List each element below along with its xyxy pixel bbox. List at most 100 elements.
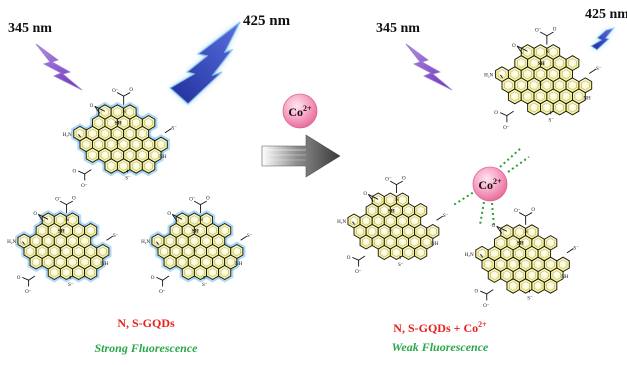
label-thiol: SH [192,228,199,234]
label-imine: NH [159,154,167,160]
left-emission-label: 425 nm [243,13,291,29]
label-carboxyl: O⁻ [385,176,392,182]
label-amine: H₂N [465,252,474,258]
right-ion: Co2+ [472,166,508,202]
label-carboxyl: O⁻ [355,269,362,275]
label-thiolate: S⁻ [443,213,449,219]
label-ring_n: N [546,50,550,55]
right-title: N, S-GQDs + Co [393,321,478,335]
ion-charge-middle: 2+ [303,104,312,113]
label-carboxyl: O⁻ [503,125,510,131]
label-carboxyl: O⁻ [483,303,490,309]
label-imine: NH [235,261,243,267]
label-carbonyl: O [90,103,94,109]
label-ring_n: N [122,110,126,115]
label-amine: H₂N [484,72,493,78]
reaction-arrow [261,134,341,178]
label-carboxyl: O⁻ [81,183,88,189]
label-thiol: SH [538,61,545,67]
label-thiolate: S⁻ [125,176,131,182]
label-thiol: SH [517,241,524,247]
gqd-molecules: O⁻OONSHH₂NSS⁻NHS⁻OO⁻O⁻OONSHH₂NSS⁻NHS⁻OO⁻… [7,27,602,309]
violet-bolt-left-icon [35,43,83,91]
label-carboxyl: O⁻ [159,289,166,295]
label-carbonyl: O [347,255,351,261]
label-imine: NH [431,241,439,247]
label-ring_s: S [116,141,119,146]
label-carboxyl: O⁻ [25,289,32,295]
left-subtitle: Strong Fluorescence [94,341,198,355]
label-carbonyl: O [129,87,133,93]
label-ring_s: S [539,82,542,87]
svg-text:N, S-GQDs + Co2+: N, S-GQDs + Co2+ [393,320,487,335]
label-carbonyl: O [151,275,155,281]
label-ring_n: N [524,230,528,235]
label-amine: H₂N [7,239,16,245]
label-amine: H₂N [141,239,150,245]
label-carbonyl: O [492,223,496,229]
label-thiolate: S⁻ [202,282,208,288]
label-ring_n: N [65,218,69,223]
label-thiolate: S⁻ [113,233,119,239]
label-carbonyl: O [206,196,210,202]
blue-bolt-left-icon [168,21,241,105]
label-amine: H₂N [337,219,346,225]
label-carboxyl: O⁻ [189,196,196,202]
label-carbonyl: O [531,207,535,213]
svg-text:Co2+: Co2+ [288,104,312,119]
label-imine: NH [561,274,569,280]
right-excitation-label: 345 nm [376,21,420,36]
label-ring_s: S [59,249,62,254]
ion-sphere-middle [282,93,318,129]
label-carbonyl: O [475,288,479,294]
label-thiolate: S⁻ [171,125,177,131]
label-ring_s: S [193,249,196,254]
label-carboxyl: O⁻ [112,88,119,94]
label-amine: H₂N [63,132,72,138]
label-imine: NH [583,95,591,101]
label-ring_s: S [389,229,392,234]
coordination-links [451,147,530,227]
ion-symbol-middle: Co [288,105,303,119]
right-title-charge: 2+ [478,320,487,329]
label-carbonyl: O [73,168,77,174]
violet-bolt-right-icon [405,43,453,91]
left-title: N, S-GQDs [117,316,175,330]
label-thiolate: S⁻ [68,282,74,288]
label-carbonyl: O [553,27,557,33]
middle-ion: Co2+ [282,93,318,129]
left-excitation-label: 345 nm [8,21,52,36]
label-carbonyl: O [402,176,406,182]
blue-bolt-right-icon [590,27,616,51]
label-carboxyl: O⁻ [55,196,62,202]
label-carboxyl: O⁻ [514,208,521,214]
gqd-left-top: O⁻ O O N SH H₂N S S⁻ NH S⁻ O O⁻ [63,87,178,189]
label-carbonyl: O [494,110,498,116]
label-thiol: SH [58,228,65,234]
label-carbonyl: O [167,211,171,217]
ion-sphere-right [472,166,508,202]
svg-text:Co2+: Co2+ [478,177,502,192]
label-carbonyl: O [33,211,37,217]
label-carbonyl: O [72,196,76,202]
label-carbonyl: O [363,191,367,197]
label-ring_n: N [199,218,203,223]
label-ring_s: S [518,261,521,266]
label-carboxyl: O⁻ [535,27,542,33]
right-emission-label: 425 nm [585,7,627,22]
label-thiolate: S⁻ [527,296,533,302]
label-thiolate: S⁻ [548,118,554,124]
label-thiol: SH [115,121,122,127]
label-thiol: SH [388,208,395,214]
label-thiolate: S⁻ [398,262,404,268]
label-thiolate: S⁻ [596,66,602,72]
ion-charge-right: 2+ [493,177,502,186]
label-carbonyl: O [17,275,21,281]
